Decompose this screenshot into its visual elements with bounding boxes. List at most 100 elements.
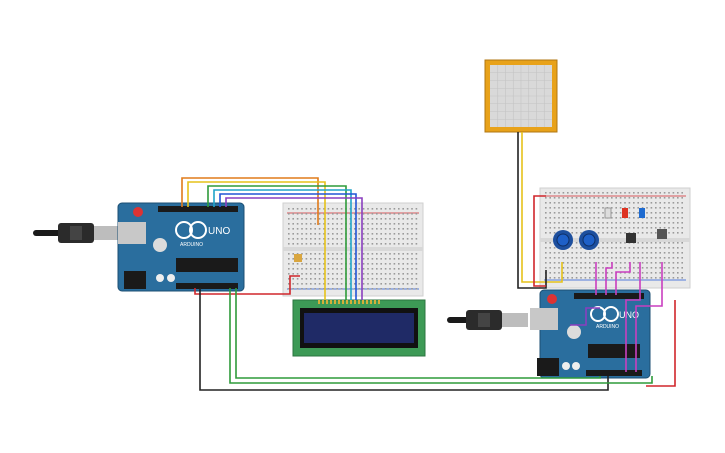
breadboard-hole	[393, 288, 396, 290]
breadboard-hole	[571, 197, 573, 199]
breadboard-hole	[384, 258, 387, 260]
breadboard-hole	[376, 208, 378, 210]
breadboard-hole	[589, 272, 591, 274]
breadboard-hole	[650, 212, 653, 214]
breadboard-hole	[584, 262, 587, 264]
breadboard-hole	[562, 217, 565, 219]
breadboard-hole	[624, 222, 626, 224]
breadboard-hole	[310, 233, 312, 235]
reset-button[interactable]	[133, 207, 143, 217]
wire-purple-right[interactable]	[570, 307, 600, 326]
wire-green-b[interactable]	[235, 288, 601, 379]
breadboard-hole	[406, 223, 409, 225]
wire-magenta-5[interactable]	[635, 262, 663, 372]
breadboard-hole	[584, 222, 587, 224]
breadboard-hole	[646, 242, 648, 244]
breadboard-hole	[584, 212, 587, 214]
breadboard-hole	[336, 258, 338, 260]
breadboard-hole	[677, 257, 679, 259]
breadboard-hole	[589, 277, 591, 279]
arduino-uno-right[interactable]: ARDUINO UNO	[530, 289, 651, 379]
breadboard-right[interactable]	[539, 187, 691, 289]
breadboard-hole	[323, 278, 325, 280]
wire-red-5v[interactable]	[646, 300, 676, 387]
breadboard-hole	[398, 283, 400, 285]
breadboard-hole	[580, 232, 582, 234]
breadboard-hole	[336, 278, 338, 280]
breadboard-hole	[628, 257, 631, 259]
touch-sensor[interactable]	[484, 59, 558, 133]
wire-purple[interactable]	[225, 197, 363, 300]
wire-green[interactable]	[207, 185, 347, 300]
usb-cable-left[interactable]	[33, 223, 118, 243]
led-blue[interactable]	[639, 208, 645, 218]
breadboard-hole	[615, 267, 617, 269]
potentiometer-1[interactable]	[553, 230, 573, 250]
breadboard-hole	[677, 252, 679, 254]
push-button[interactable]	[657, 229, 667, 239]
breadboard-hole	[367, 263, 369, 265]
wire-red-lcd[interactable]	[194, 275, 300, 295]
wire-blue[interactable]	[219, 193, 357, 300]
reset-button[interactable]	[547, 294, 557, 304]
breadboard-hole	[672, 197, 675, 199]
buzzer[interactable]	[626, 233, 636, 243]
breadboard-hole	[646, 207, 648, 209]
wire-sensor-yellow[interactable]	[521, 132, 563, 283]
breadboard-hole	[336, 268, 338, 270]
wires[interactable]	[181, 132, 676, 391]
led-white[interactable]	[604, 207, 612, 219]
board-model-label: UNO	[208, 226, 230, 237]
breadboard-hole	[659, 202, 661, 204]
breadboard-hole	[393, 213, 396, 215]
potentiometer-trim[interactable]	[294, 254, 302, 262]
breadboard-hole	[415, 233, 418, 235]
potentiometer-2[interactable]	[579, 230, 599, 250]
breadboard-hole	[646, 247, 648, 249]
breadboard-hole	[641, 207, 644, 209]
breadboard-hole	[354, 223, 356, 225]
breadboard-hole	[398, 288, 400, 290]
breadboard-hole	[663, 207, 666, 209]
wire-sensor-black[interactable]	[517, 132, 547, 289]
wire-green-a[interactable]	[229, 288, 653, 384]
wire-red-right[interactable]	[533, 195, 546, 287]
arduino-uno-left[interactable]: ARDUINO UNO	[117, 202, 245, 292]
breadboard-hole	[314, 278, 316, 280]
breadboard-hole	[672, 267, 675, 269]
led-red[interactable]	[622, 208, 628, 218]
breadboard-hole	[655, 267, 657, 269]
wire-magenta-2[interactable]	[605, 262, 613, 295]
breadboard-hole	[641, 252, 644, 254]
wire-orange[interactable]	[181, 177, 319, 225]
breadboard-hole	[637, 222, 639, 224]
breadboard-hole	[606, 202, 609, 204]
breadboard-hole	[398, 278, 400, 280]
breadboard-hole	[389, 218, 391, 220]
lcd-16x2[interactable]	[292, 299, 426, 357]
wire-cyan[interactable]	[213, 189, 352, 300]
breadboard-hole	[571, 232, 573, 234]
breadboard-left[interactable]	[282, 202, 424, 297]
breadboard-hole	[402, 283, 404, 285]
breadboard-hole	[602, 207, 604, 209]
breadboard-hole	[597, 197, 600, 199]
breadboard-hole	[663, 192, 666, 194]
breadboard-hole	[380, 233, 382, 235]
breadboard-hole	[358, 238, 360, 240]
wire-yellow[interactable]	[187, 181, 326, 300]
breadboard-hole	[376, 228, 378, 230]
breadboard-hole	[624, 247, 626, 249]
breadboard-hole	[668, 202, 670, 204]
breadboard-hole	[663, 202, 666, 204]
breadboard-hole	[314, 208, 316, 210]
usb-cable-right[interactable]	[447, 310, 528, 330]
breadboard-hole	[398, 233, 400, 235]
breadboard-hole	[288, 238, 290, 240]
wire-magenta-4[interactable]	[625, 262, 641, 372]
breadboard-hole	[615, 202, 617, 204]
breadboard-hole	[646, 262, 648, 264]
wire-magenta-3[interactable]	[615, 262, 631, 295]
breadboard-hole	[663, 242, 666, 244]
